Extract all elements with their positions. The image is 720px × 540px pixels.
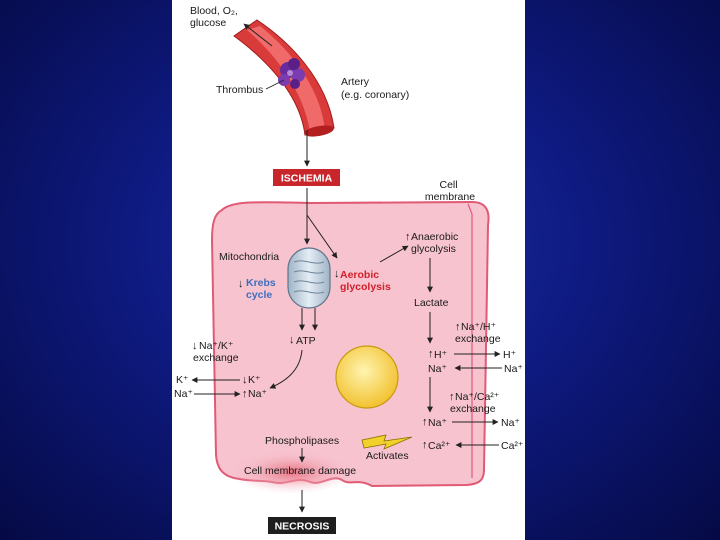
mitochondria	[287, 247, 331, 309]
phospholipases-label: Phospholipases	[265, 435, 339, 447]
ca-inside-label: Ca²⁺	[428, 440, 451, 452]
svg-text:↑: ↑	[422, 439, 428, 451]
h-plus-inside-label: H⁺	[434, 349, 448, 361]
thrombus	[278, 58, 305, 89]
k-plus-inside-label: K⁺	[248, 374, 261, 386]
artery-label: Artery (e.g. coronary)	[341, 76, 409, 101]
svg-text:↑: ↑	[428, 348, 434, 360]
svg-text:NECROSIS: NECROSIS	[275, 521, 330, 533]
down-arrow-icon: ↓	[334, 268, 340, 280]
svg-text:↓: ↓	[192, 340, 198, 352]
na-k-exchange-label: Na⁺/K⁺ exchange	[193, 340, 239, 364]
na-plus-outside-2-label: Na⁺	[501, 417, 520, 429]
thrombus-label: Thrombus	[216, 84, 263, 96]
slide-panel: Blood, O₂, glucose Thrombus Artery (e.g.…	[172, 0, 525, 540]
svg-text:↑: ↑	[455, 321, 461, 333]
ca-outside-label: Ca²⁺	[501, 440, 524, 452]
blood-outflow-arrow	[243, 23, 273, 47]
lightning-bolt-icon	[361, 434, 413, 450]
na-plus-k-inside-label: Na⁺	[248, 388, 267, 400]
down-arrow-icon: ↓	[238, 278, 244, 290]
svg-text:↓: ↓	[289, 334, 295, 346]
ischemia-box: ISCHEMIA	[273, 169, 340, 186]
blood-o2-glucose-label: Blood, O₂, glucose	[190, 5, 241, 29]
lactate-label: Lactate	[414, 297, 449, 309]
k-plus-outside-label: K⁺	[176, 374, 189, 386]
nucleus	[335, 345, 399, 409]
atp-label: ATP	[296, 335, 316, 347]
ischemia-diagram: Blood, O₂, glucose Thrombus Artery (e.g.…	[174, 5, 524, 534]
na-ca-exchange-label: Na⁺/Ca²⁺ exchange	[450, 391, 502, 415]
svg-text:ISCHEMIA: ISCHEMIA	[281, 173, 333, 185]
krebs-cycle-label: Krebs cycle	[246, 277, 279, 301]
activates-label: Activates	[366, 450, 409, 462]
aerobic-glycolysis-label: Aerobic glycolysis	[340, 269, 391, 293]
na-plus-k-outside-label: Na⁺	[174, 388, 193, 400]
mitochondria-label: Mitochondria	[219, 251, 279, 263]
necrosis-box: NECROSIS	[268, 517, 336, 534]
na-h-exchange-label: Na⁺/H⁺ exchange	[455, 321, 501, 345]
svg-text:↑: ↑	[422, 416, 428, 428]
h-plus-outside-label: H⁺	[503, 349, 517, 361]
cell-membrane-damage-label: Cell membrane damage	[244, 465, 356, 477]
na-plus-outside-label: Na⁺	[504, 363, 523, 375]
na-plus-inside-2-label: Na⁺	[428, 417, 447, 429]
svg-text:↓: ↓	[242, 374, 248, 386]
cell-membrane-label: Cell membrane	[425, 179, 475, 203]
na-plus-inside-label: Na⁺	[428, 363, 447, 375]
svg-text:↑: ↑	[242, 388, 248, 400]
svg-text:↑: ↑	[449, 391, 455, 403]
anaerobic-glycolysis-label: Anaerobic glycolysis	[411, 231, 461, 255]
up-arrow-icon: ↑	[405, 231, 411, 243]
membrane-damage-zone	[230, 450, 354, 494]
